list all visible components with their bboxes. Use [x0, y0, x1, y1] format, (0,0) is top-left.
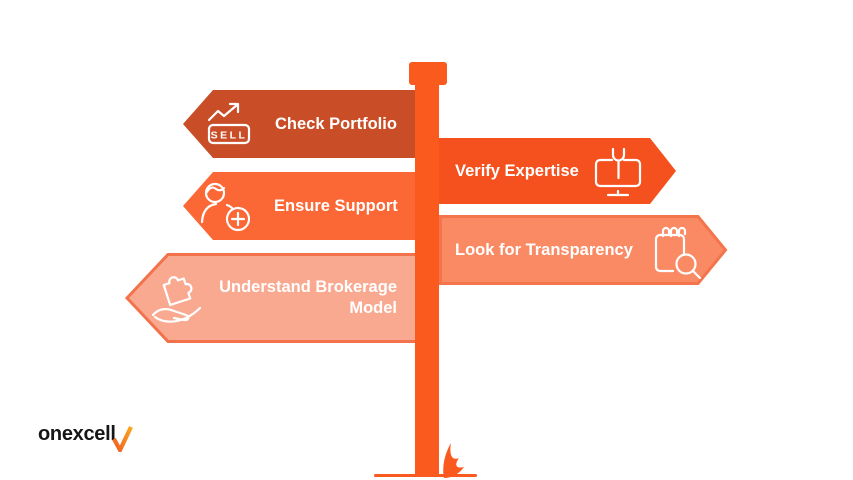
- grass-tuft-icon: [443, 443, 464, 478]
- sign-check-portfolio: SELL Check Portfolio: [183, 90, 433, 158]
- arrow-shape-right: [439, 138, 676, 204]
- logo-checkmark-icon: [111, 426, 133, 452]
- sign-verify-expertise: Verify Expertise: [439, 138, 676, 204]
- hand-puzzle-icon: [151, 276, 202, 323]
- sign-look-for-transparency: Look for Transparency: [439, 215, 728, 285]
- sign-label: Understand Brokerage Model: [219, 278, 397, 317]
- sign-understand-brokerage-model: Understand Brokerage Model: [124, 253, 433, 343]
- sign-label: Look for Transparency: [455, 240, 633, 259]
- monitor-wrench-icon: [594, 147, 642, 197]
- logo-text: onexcell: [38, 423, 116, 445]
- svg-text:SELL: SELL: [211, 130, 248, 142]
- sell-chart-icon: SELL: [207, 102, 251, 145]
- signpost-pole: [415, 72, 439, 476]
- arrow-shape-left: [183, 172, 433, 240]
- sign-ensure-support: Ensure Support: [183, 172, 433, 240]
- sign-label: Verify Expertise: [455, 161, 579, 180]
- sign-label: Ensure Support: [274, 196, 398, 215]
- arrow-shape-left: [183, 90, 433, 158]
- notepad-search-icon: [654, 226, 702, 279]
- arrow-shape-right: [439, 215, 728, 285]
- person-shield-icon: [200, 182, 250, 232]
- logo-onexcell: onexcell: [38, 423, 134, 452]
- sign-label: Check Portfolio: [275, 114, 397, 133]
